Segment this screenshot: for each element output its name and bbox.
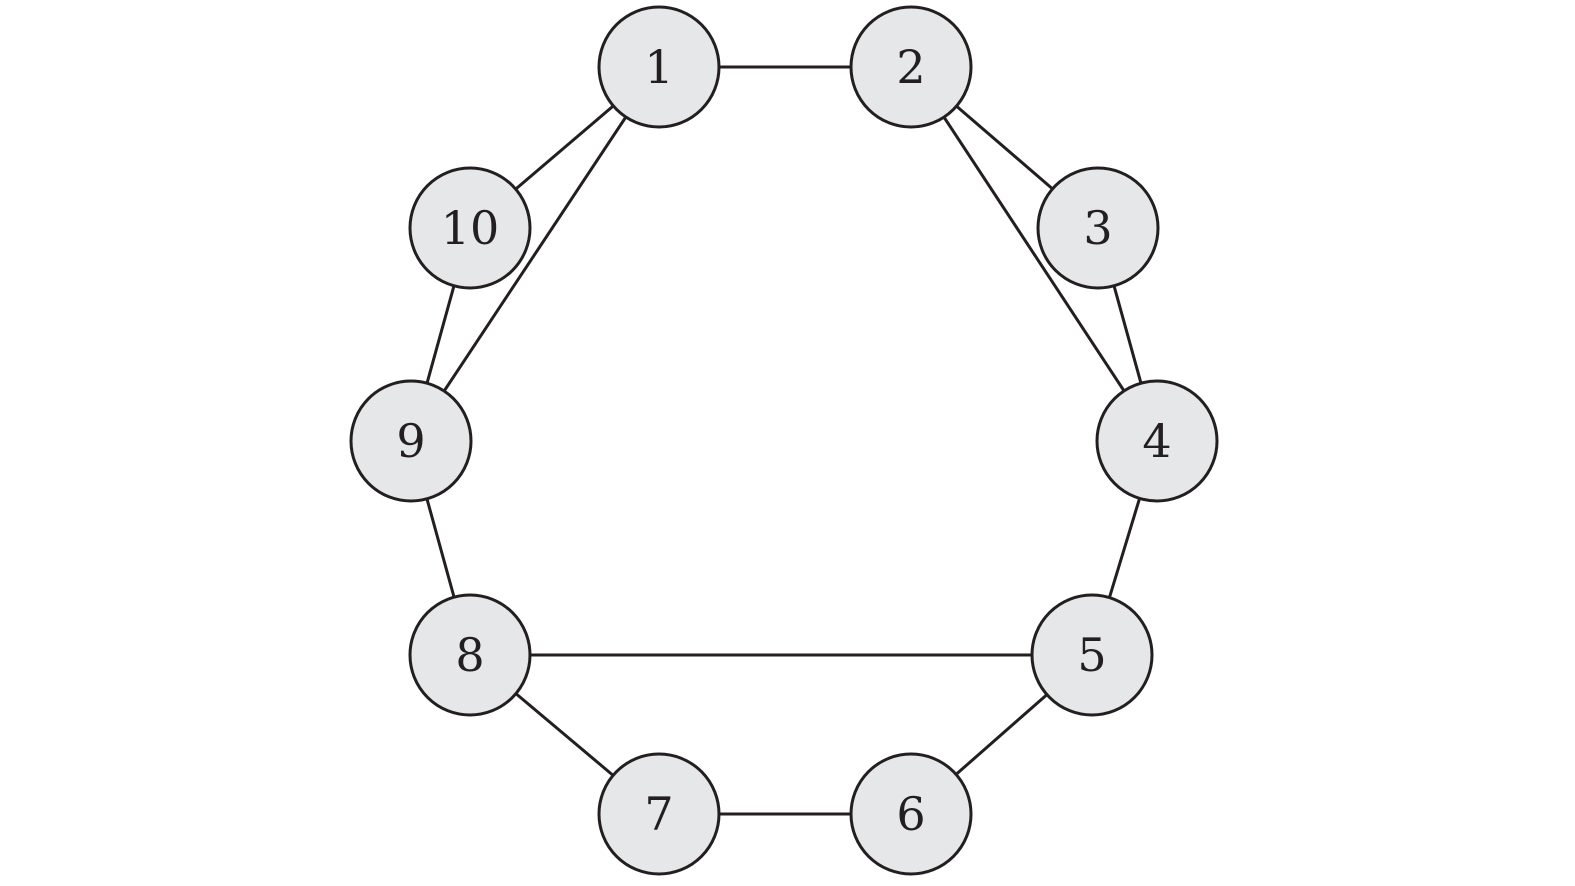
edge-3-4: [1112, 285, 1143, 384]
node-5: 5: [1030, 593, 1154, 717]
node-3: 3: [1036, 166, 1160, 290]
node-circle-4: [1095, 379, 1219, 503]
node-2: 2: [849, 5, 973, 129]
edge-7-8: [514, 692, 615, 777]
nodes-layer: 1 2 3 4 5 6 7 8 9 10: [349, 5, 1219, 876]
edge-2-3: [955, 105, 1054, 190]
edge-4-5: [1108, 497, 1141, 599]
edge-1-9: [442, 116, 628, 392]
node-circle-8: [408, 593, 532, 717]
node-9: 9: [349, 379, 473, 503]
node-label-5: 5: [1077, 628, 1106, 682]
node-4: 4: [1095, 379, 1219, 503]
node-label-9: 9: [396, 414, 425, 468]
edge-10-1: [514, 104, 615, 191]
edge-9-10: [425, 285, 456, 384]
node-6: 6: [849, 752, 973, 876]
node-label-4: 4: [1142, 414, 1171, 468]
node-circle-6: [849, 752, 973, 876]
edge-2-4: [942, 116, 1126, 392]
node-label-8: 8: [455, 628, 484, 682]
node-10: 10: [408, 166, 532, 290]
node-8: 8: [408, 593, 532, 717]
edge-8-9: [425, 498, 456, 598]
node-circle-5: [1030, 593, 1154, 717]
node-circle-7: [597, 752, 721, 876]
node-circle-3: [1036, 166, 1160, 290]
node-label-6: 6: [896, 787, 925, 841]
node-circle-10: [408, 166, 532, 290]
node-label-1: 1: [644, 40, 673, 94]
node-circle-9: [349, 379, 473, 503]
edges-layer: [425, 65, 1143, 816]
node-label-7: 7: [644, 787, 673, 841]
node-7: 7: [597, 752, 721, 876]
edge-5-6: [955, 693, 1048, 776]
node-label-10: 10: [441, 201, 500, 255]
node-circle-2: [849, 5, 973, 129]
node-label-3: 3: [1083, 201, 1112, 255]
node-1: 1: [597, 5, 721, 129]
node-label-2: 2: [896, 40, 925, 94]
node-circle-1: [597, 5, 721, 129]
